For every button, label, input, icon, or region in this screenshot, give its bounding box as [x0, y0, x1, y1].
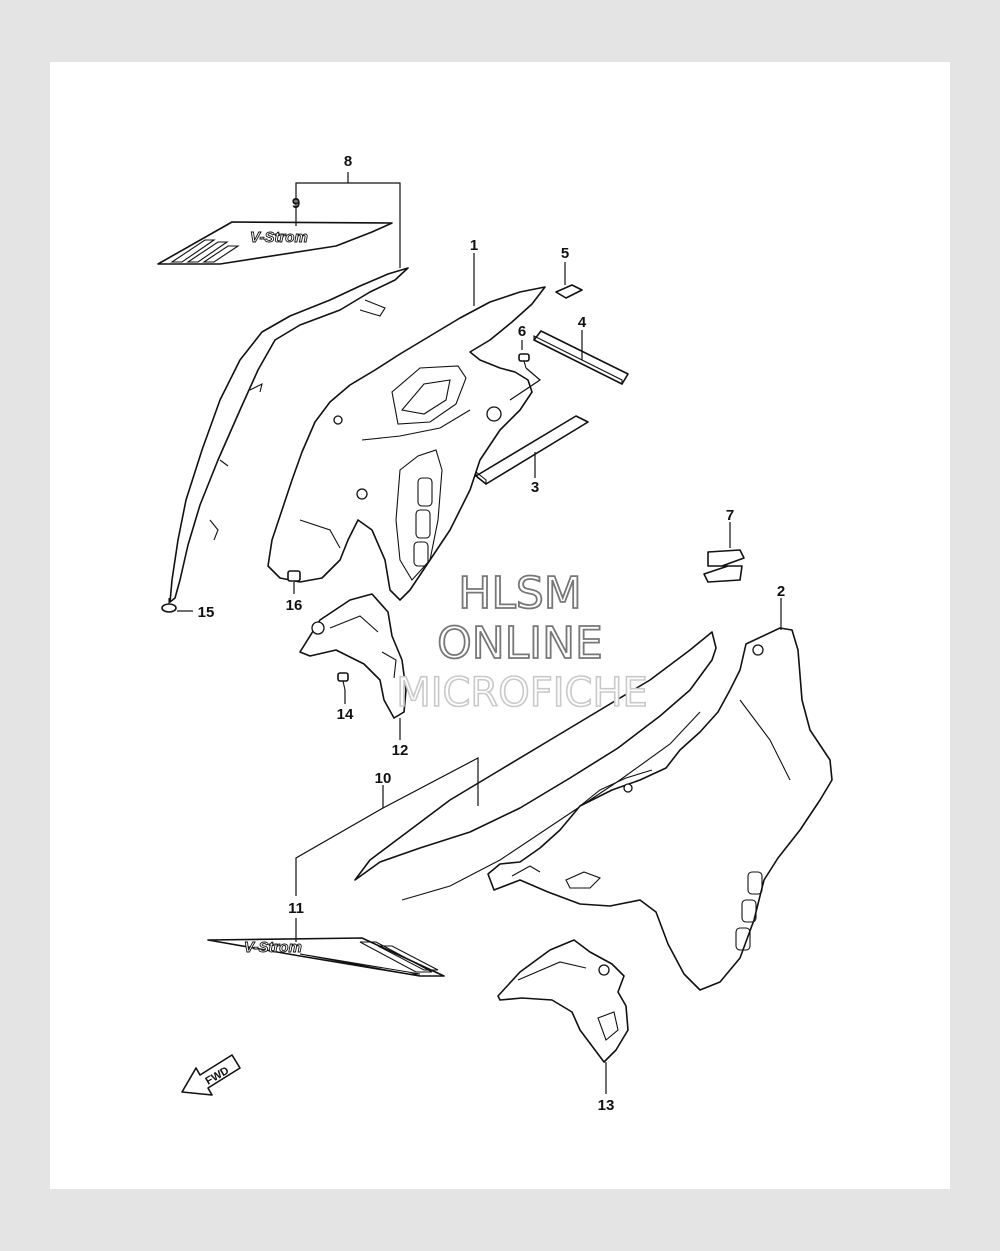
fwd-label: FWD: [204, 1065, 232, 1088]
part-16-clip: [287, 570, 301, 582]
callout-9: 9: [292, 195, 300, 212]
part-15-grommet: [161, 598, 177, 613]
callout-15: 15: [198, 604, 215, 621]
callout-12: 12: [392, 742, 409, 759]
watermark-line-1: HLSM: [458, 568, 582, 619]
lower-decal-text: V-Strom: [244, 939, 302, 956]
upper-decal-text: V-Strom: [250, 229, 308, 246]
callout-3: 3: [531, 479, 539, 496]
part-14-screw: [337, 672, 349, 691]
callout-2: 2: [777, 583, 785, 600]
callout-11: 11: [288, 900, 304, 917]
watermark-line-3: MICROFICHE: [396, 670, 648, 716]
callout-13: 13: [598, 1097, 615, 1114]
callout-8: 8: [344, 153, 352, 170]
part-10-side-decal: [354, 631, 717, 901]
part-4-seal-strip: [533, 330, 629, 385]
part-8-upper-cover: [169, 267, 409, 603]
part-11-decal: V-Strom: [207, 937, 445, 977]
part-2-side-cover: [487, 627, 833, 991]
watermark-line-2: ONLINE: [437, 618, 603, 669]
callout-labels: 8 9 1 5 4 6 3 7 2 15 16 14 12 10 11 13: [198, 153, 786, 1114]
callout-7: 7: [726, 507, 734, 524]
callout-16: 16: [286, 597, 303, 614]
callout-4: 4: [578, 314, 587, 331]
part-6-screw: [518, 353, 530, 369]
leader-lines: [177, 172, 782, 1094]
part-5-pad: [555, 284, 583, 299]
part-13-lower-bracket: [497, 939, 629, 1063]
callout-10: 10: [375, 770, 392, 787]
part-9-decal: V-Strom: [157, 221, 393, 265]
part-1-side-cover: [267, 286, 546, 601]
watermark: HLSM ONLINE MICROFICHE: [395, 567, 648, 717]
part-3-seal-strip: [475, 415, 589, 486]
callout-5: 5: [561, 245, 569, 262]
fwd-arrow-icon: FWD: [181, 1054, 241, 1096]
callout-14: 14: [337, 706, 354, 723]
part-7-suzuki-emblem: [703, 549, 745, 583]
part-12-inner-bracket: [299, 593, 407, 719]
callout-6: 6: [518, 323, 526, 340]
callout-1: 1: [470, 237, 478, 254]
